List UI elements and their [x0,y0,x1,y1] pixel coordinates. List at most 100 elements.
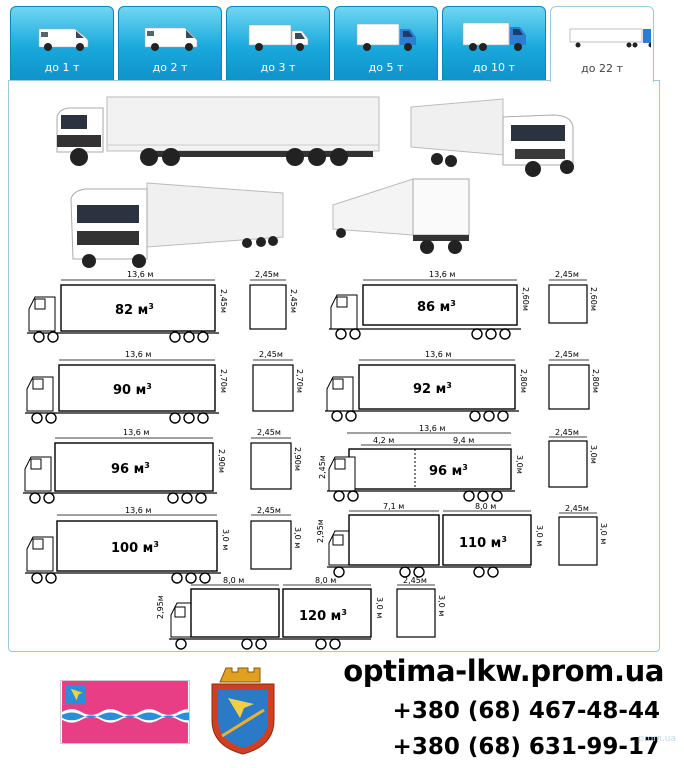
volume-unit-sup: 3 [450,299,456,308]
phone-number-2[interactable]: +380 (68) 631-99-17 [392,734,660,760]
height-label: 2,45м [219,289,228,313]
length-1-label: 7,1 м [383,502,404,511]
length-2-label: 8,0 м [315,576,336,585]
semi-truck-icon [569,28,651,48]
tab-22t[interactable]: до 22 т [550,6,654,82]
volume-unit: м [136,383,147,398]
website-url[interactable]: optima-lkw.prom.ua [343,654,664,688]
cross-section-width: 2,45м [255,270,279,279]
length-label: 13,6 м [425,350,451,359]
tab-2t[interactable]: до 2 т [118,6,222,80]
length-2-label: 8,0 м [475,502,496,511]
volume-unit-sup: 3 [462,463,468,472]
svg-text:90 м3: 90 м3 [113,382,152,398]
cross-section-height: 3,0м [589,445,598,464]
length-label: 13,6 м [419,424,445,433]
tab-label: до 10 т [473,61,515,74]
volume-unit: м [436,382,447,397]
svg-text:96 м3: 96 м3 [111,461,150,477]
cross-section-width: 2,45м [565,504,589,513]
cross-section-height: 2,80м [591,369,600,393]
tab-5t[interactable]: до 5 т [334,6,438,80]
trailer-diagram: 7,1 м 8,0 м 2,95м 110 м3 3,0 м 2,45м 3,0… [316,502,608,578]
truck-photo-front-left [70,182,284,268]
svg-text:100 м3: 100 м3 [111,540,159,556]
trailer-diagram: 13,6 м 92 м3 2,80м 2,45м 2,80м [325,350,600,422]
svg-text:96 м3: 96 м3 [429,463,468,479]
cross-section-width: 2,45м [259,350,283,359]
height-1-label: 2,95м [316,519,325,543]
tab-10t[interactable]: до 10 т [442,6,546,80]
trailer-diagram: 13,6 м 82 м3 2,45м 2,45м 2,45м [27,270,298,343]
volume-unit-sup: 3 [153,540,159,549]
height-label: 2,80м [519,369,528,393]
height-2-label: 3,0 м [375,597,384,618]
box-truck-icon [462,22,526,51]
trailer-diagram: 13,6 м 100 м3 3,0 м 2,45м 3,0 м [25,506,302,584]
tab-label: до 3 т [260,61,296,74]
volume-label: 86 [417,300,435,315]
height-2-label: 3,0 м [535,525,544,546]
trailer-diagram: 13,6 м 86 м3 2,60м 2,45м 2,60м [329,270,598,340]
phone-number-1[interactable]: +380 (68) 467-48-44 [392,698,660,724]
trailer-diagram: 8,0 м 8,0 м 2,95м 120 м3 3,0 м 2,45м 3,0… [156,576,446,650]
front-height-label: 2,45м [318,455,327,479]
truck-photo-angle-right [410,98,574,177]
tab-3t[interactable]: до 3 т [226,6,330,80]
volume-label: 90 [113,383,131,398]
height-label: 3,0 м [221,529,230,550]
svg-text:86 м3: 86 м3 [417,299,456,315]
height-label: 2,90м [217,449,226,473]
cross-section-height: 2,45м [289,289,298,313]
van-icon [38,28,89,51]
volume-unit-sup: 3 [341,608,347,617]
volume-unit-sup: 3 [148,302,154,311]
height-label: 3,0м [515,455,524,474]
cross-section-height: 3,0 м [437,595,446,616]
height-label: 2,70м [219,369,228,393]
trailer-diagram: 13,6 м 90 м3 2,70м 2,45м 2,70м [25,350,304,424]
trailer-photo-rear [332,178,470,254]
volume-unit: м [331,609,342,624]
cross-section-width: 2,45м [403,576,427,585]
volume-unit: м [440,300,451,315]
volume-unit: м [138,303,149,318]
length-label: 13,6 м [429,270,455,279]
watermark: prom.ua [638,734,676,744]
tab-label: до 1 т [44,61,80,74]
cross-section-width: 2,45м [555,428,579,437]
cross-section-width: 2,45м [257,506,281,515]
volume-label: 92 [413,382,431,397]
segment-2-label: 9,4 м [453,436,474,445]
truck-photo-side-left [56,96,380,166]
cross-section-width: 2,45м [555,270,579,279]
trucks-panel: 13,6 м 82 м3 2,45м 2,45м 2,45м 13,6 м 86… [8,80,660,652]
height-label: 2,60м [521,287,530,311]
length-1-label: 8,0 м [223,576,244,585]
city-flag [60,680,190,744]
tab-1t[interactable]: до 1 т [10,6,114,80]
volume-unit: м [452,464,463,479]
volume-label: 96 [429,464,447,479]
van-icon [144,27,198,51]
segment-1-label: 4,2 м [373,436,394,445]
cross-section-height: 3,0 м [599,523,608,544]
trailer-diagram: 13,6 м 4,2 м 9,4 м 96 м3 2,45м 3,0м 2,45… [318,424,598,502]
cross-section-height: 2,90м [293,447,302,471]
volume-unit: м [134,462,145,477]
svg-text:82 м3: 82 м3 [115,302,154,318]
cross-section-width: 2,45м [257,428,281,437]
city-coat-of-arms [211,667,275,755]
cross-section-width: 2,45м [555,350,579,359]
length-label: 13,6 м [127,270,153,279]
cross-section-height: 2,60м [589,287,598,311]
volume-unit-sup: 3 [144,461,150,470]
volume-unit: м [143,541,154,556]
svg-text:92 м3: 92 м3 [413,381,452,397]
volume-label: 110 [459,536,486,551]
volume-label: 82 [115,303,133,318]
cross-section-height: 2,70м [295,369,304,393]
tab-label: до 2 т [152,61,188,74]
volume-unit-sup: 3 [501,535,507,544]
volume-unit: м [491,536,502,551]
